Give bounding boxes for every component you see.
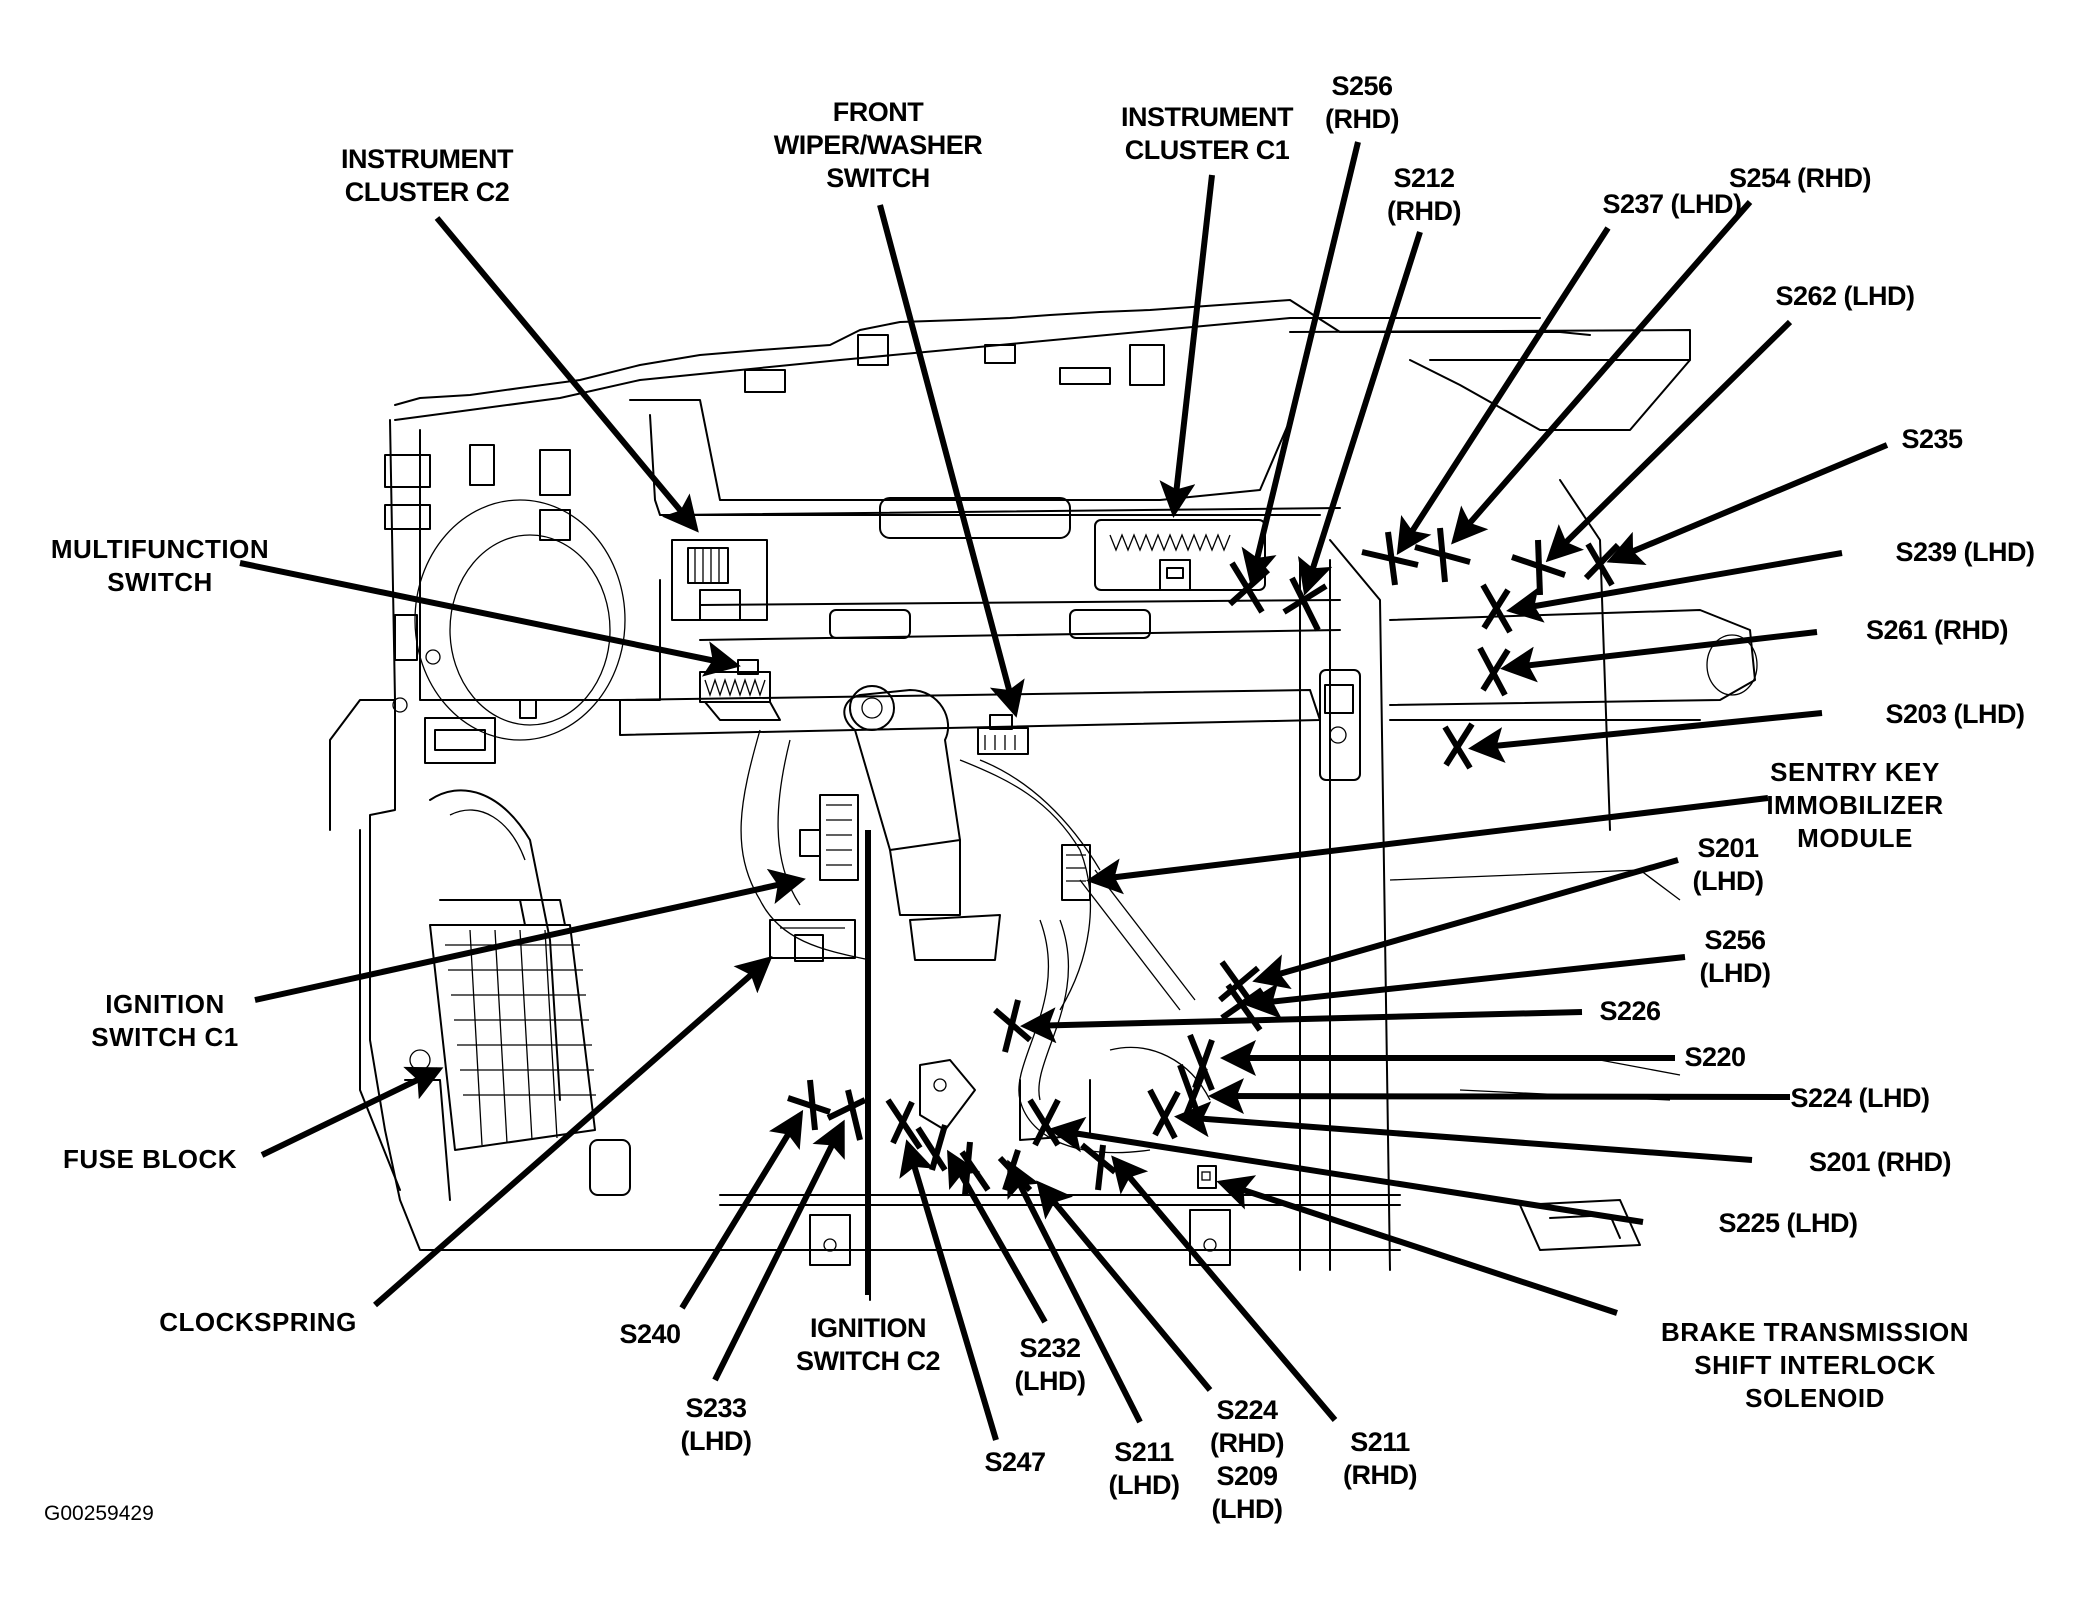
label-instrument-cluster-c2: INSTRUMENT CLUSTER C2 — [341, 144, 514, 207]
leader-s203-lhd — [1468, 710, 1823, 763]
leader-s239-lhd — [1506, 550, 1843, 623]
label-instrument-cluster-c1: INSTRUMENT CLUSTER C1 — [1121, 102, 1294, 165]
splice-x-icon — [1583, 542, 1621, 587]
label-s211-rhd: S211 (RHD) — [1343, 1427, 1417, 1490]
label-s225-lhd: S225 (LHD) — [1718, 1208, 1858, 1238]
leader-instrument-cluster-c2 — [434, 216, 699, 533]
leader-s256-lhd — [1244, 954, 1686, 1019]
label-s261-rhd: S261 (RHD) — [1865, 615, 2009, 645]
label-s226: S226 — [1599, 996, 1661, 1026]
label-s220: S220 — [1684, 1042, 1746, 1072]
label-front-wiper-washer-switch: FRONT WIPER/WASHER SWITCH — [773, 97, 983, 193]
leader-s233-lhd — [712, 1119, 845, 1382]
fuse-grid — [445, 929, 596, 1146]
leader-s254-rhd — [1451, 200, 1753, 545]
label-s247: S247 — [984, 1447, 1046, 1477]
splice-x-icon — [1477, 646, 1511, 697]
splice-x-icon — [1361, 531, 1419, 586]
splice-x-icon — [1220, 983, 1264, 1032]
leader-multifunction-switch — [239, 560, 741, 677]
leader-s211-rhd — [1111, 1155, 1338, 1422]
label-s237-lhd: S237 (LHD) — [1602, 189, 1742, 219]
label-s256-rhd: S256 (RHD) — [1325, 71, 1399, 134]
leader-s212-rhd — [1297, 231, 1423, 596]
sentry-key-module-outline — [1061, 844, 1091, 901]
label-ignition-switch-c1: IGNITION SWITCH C1 — [91, 989, 239, 1052]
label-s211-lhd: S211 (LHD) — [1108, 1437, 1180, 1500]
label-s239-lhd: S239 (LHD) — [1895, 537, 2035, 567]
label-s224-rhd-s209-lhd: S224 (RHD) S209 (LHD) — [1210, 1395, 1284, 1524]
splice-x-icon — [1080, 1142, 1117, 1191]
label-fuse-block: FUSE BLOCK — [63, 1144, 237, 1174]
leader-s256-rhd — [1241, 141, 1361, 586]
label-brake-transmission-shift-interlock-solenoid: BRAKE TRANSMISSION SHIFT INTERLOCK SOLEN… — [1660, 1317, 1970, 1413]
leader-fuse-block — [260, 1066, 444, 1158]
splice-x-icon — [826, 1089, 867, 1141]
splice-x-icon — [1177, 1063, 1208, 1122]
leader-brake-transmission-shift-interlock-solenoid — [1216, 1175, 1618, 1316]
label-s224-lhd: S224 (LHD) — [1790, 1083, 1930, 1113]
leader-s224-rhd — [1036, 1180, 1213, 1392]
leader-s224-lhd — [1208, 1078, 1791, 1115]
leader-clockspring — [373, 956, 773, 1308]
splice-x-icon — [993, 999, 1032, 1053]
leader-lines — [239, 141, 1889, 1441]
splice-x-icon — [1227, 561, 1271, 614]
splice-x-icon — [787, 1079, 831, 1131]
leader-s261-rhd — [1500, 629, 1818, 683]
label-ignition-switch-c2: IGNITION SWITCH C2 — [796, 1313, 941, 1376]
label-s262-lhd: S262 (LHD) — [1775, 281, 1915, 311]
leader-s235 — [1606, 442, 1889, 566]
splice-x-icon — [885, 1098, 923, 1150]
splice-x-icon — [1442, 722, 1475, 770]
leader-s225-lhd — [1048, 1116, 1644, 1225]
label-s256-lhd: S256 (LHD) — [1699, 925, 1771, 988]
leader-sentry-key-immobilizer-module — [1086, 795, 1769, 895]
instrument-panel-line-art — [329, 299, 1758, 1301]
splice-x-icon — [1414, 527, 1471, 583]
leader-s237-lhd — [1396, 226, 1611, 556]
multifunction-switch-connector — [699, 659, 781, 721]
label-clockspring: CLOCKSPRING — [159, 1307, 357, 1337]
splice-x-icon — [1511, 539, 1566, 596]
splice-x-icon — [915, 1124, 948, 1172]
label-s203-lhd: S203 (LHD) — [1885, 699, 2025, 729]
leader-s211-lhd — [1007, 1159, 1143, 1424]
instrument-cluster-c2-connector — [671, 539, 768, 621]
label-s201-lhd: S201 (LHD) — [1692, 833, 1764, 896]
label-multifunction-switch: MULTIFUNCTION SWITCH — [50, 534, 270, 597]
leader-s201-lhd — [1252, 857, 1679, 990]
splice-x-icon — [1027, 1098, 1061, 1147]
splice-x-icon — [1147, 1088, 1181, 1140]
figure-id: G00259429 — [44, 1502, 154, 1525]
label-s232-lhd: S232 (LHD) — [1014, 1333, 1086, 1396]
leader-s262-lhd — [1545, 319, 1793, 563]
btsi-solenoid-outline — [1197, 1165, 1217, 1189]
splice-x-icon — [959, 1141, 991, 1196]
splice-x-icon — [1282, 576, 1328, 632]
label-sentry-key-immobilizer-module: SENTRY KEY IMMOBILIZER MODULE — [1766, 757, 1944, 853]
leader-s247 — [899, 1139, 999, 1441]
splice-markers — [787, 527, 1621, 1196]
splice-x-icon — [997, 1149, 1033, 1193]
leader-s201-rhd — [1174, 1101, 1753, 1163]
leader-front-wiper-washer-switch — [877, 204, 1025, 718]
leader-s240 — [679, 1109, 804, 1310]
leader-s226 — [1020, 1007, 1583, 1044]
label-s212-rhd: S212 (RHD) — [1387, 163, 1461, 226]
wiper-switch-connector — [977, 714, 1029, 755]
label-s240: S240 — [619, 1319, 681, 1349]
label-s254-rhd: S254 (RHD) — [1728, 163, 1872, 193]
leader-ignition-switch-c1 — [254, 868, 806, 1003]
label-s235: S235 — [1901, 424, 1963, 454]
ignition-switch-c1-connector — [799, 794, 859, 881]
clockspring-connector — [769, 919, 856, 962]
leader-instrument-cluster-c1 — [1159, 174, 1215, 518]
label-s233-lhd: S233 (LHD) — [680, 1393, 752, 1456]
splice-x-icon — [1480, 583, 1513, 634]
label-s201-rhd: S201 (RHD) — [1808, 1147, 1952, 1177]
